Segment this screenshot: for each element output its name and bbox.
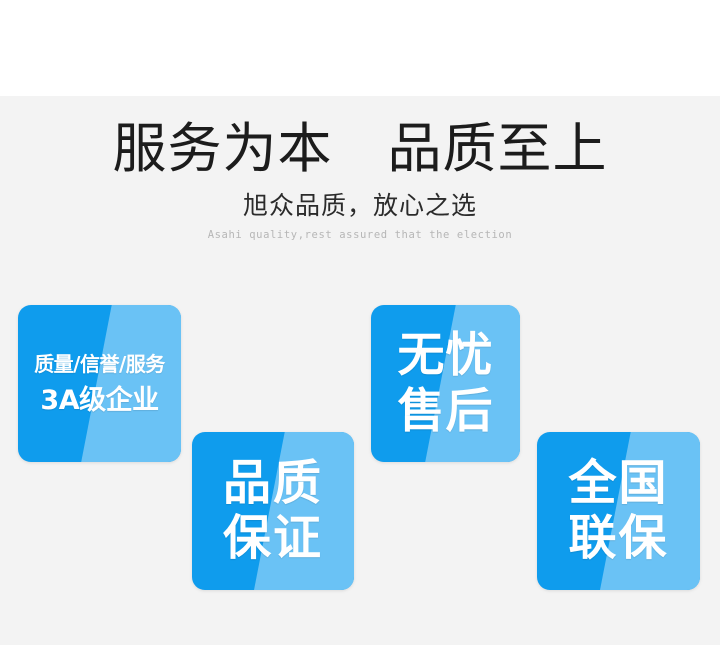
page-subtitle-english: Asahi quality,rest assured that the elec… [207, 229, 513, 241]
feature-card-worry-free-after-sales[interactable]: 无忧 售后 [371, 305, 520, 462]
feature-card-line-a: 无忧 [397, 327, 494, 383]
feature-card-body: 品质 保证 [192, 456, 354, 566]
page-subtitle: 旭众品质，放心之选 [242, 191, 477, 220]
header-block: 服务为本 品质至上 旭众品质，放心之选 Asahi quality,rest a… [0, 118, 720, 242]
feature-card-quality-guarantee[interactable]: 品质 保证 [192, 432, 354, 590]
feature-card-line-a: 质量/信誉/服务 [34, 351, 165, 376]
feature-card-quality-credit-service[interactable]: 质量/信誉/服务 3A级企业 [18, 305, 181, 462]
feature-card-body: 无忧 售后 [371, 328, 520, 440]
feature-card-line-b: 3A级企业 [40, 384, 159, 416]
feature-card-nationwide-warranty[interactable]: 全国 联保 [537, 432, 700, 590]
feature-card-line-a: 品质 [222, 455, 323, 511]
feature-card-line-b: 售后 [397, 383, 494, 439]
feature-card-line-a: 全国 [568, 455, 669, 511]
feature-card-line-b: 保证 [222, 510, 323, 566]
feature-card-body: 全国 联保 [537, 456, 700, 566]
feature-card-line-b: 联保 [568, 510, 669, 566]
page-title: 服务为本 品质至上 [112, 117, 608, 180]
feature-card-body: 质量/信誉/服务 3A级企业 [18, 351, 181, 417]
